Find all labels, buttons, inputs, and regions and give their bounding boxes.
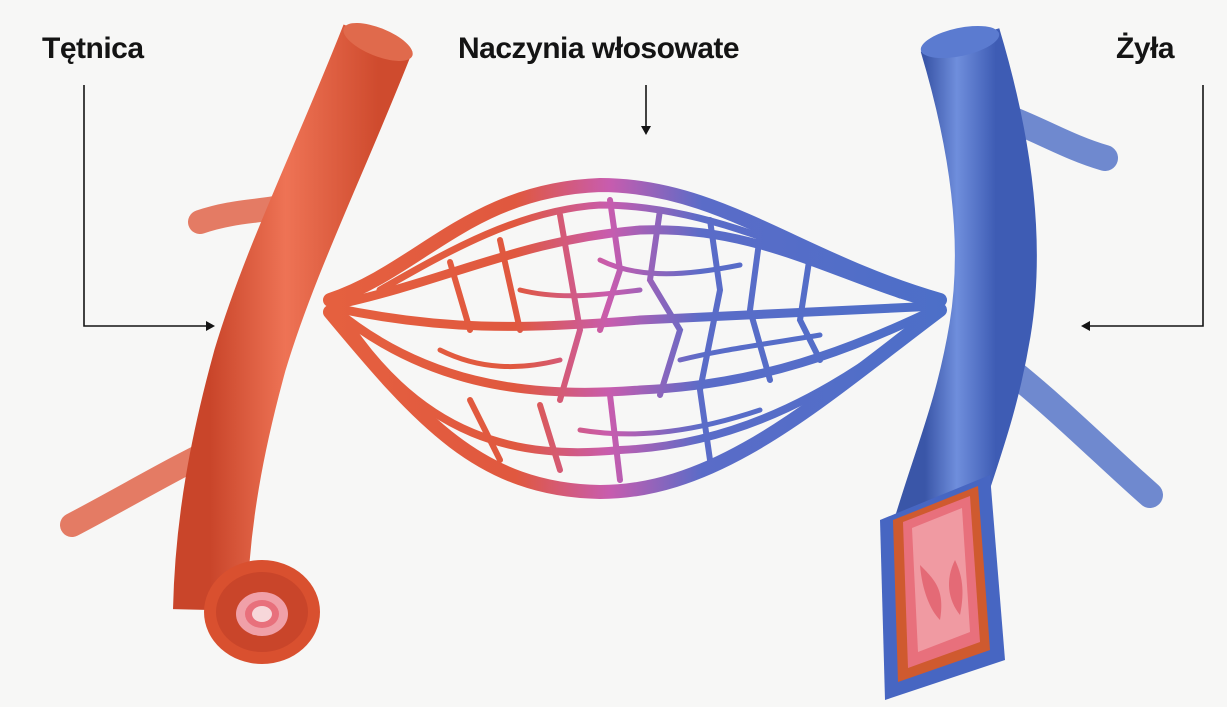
label-vein: Żyła (1116, 32, 1174, 66)
capillary-network (330, 185, 940, 492)
arrow-pointer-artery (84, 85, 215, 331)
label-artery: Tętnica (42, 32, 144, 66)
artery-vessel (204, 15, 418, 664)
arrow-pointer-capillaries (641, 85, 651, 135)
label-capillaries: Naczynia włosowate (458, 32, 739, 66)
vein-vessel (880, 20, 1005, 700)
arrow-pointer-vein (1081, 85, 1203, 331)
